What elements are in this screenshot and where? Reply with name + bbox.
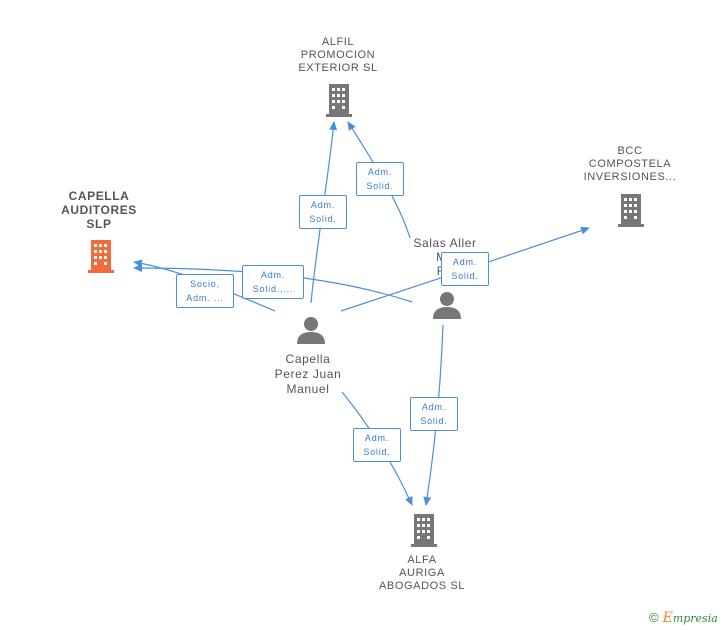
node-label-capella-perez[interactable]: Capella Perez Juan Manuel [262, 352, 354, 397]
node-label-line: SLP [86, 217, 112, 231]
node-label-bcc[interactable]: BCC COMPOSTELA INVERSIONES... [575, 145, 685, 184]
node-label-line: PROMOCION [300, 49, 376, 61]
edge-label-line: Adm. [421, 402, 447, 412]
brand-rest: mpresia [672, 612, 718, 625]
building-icon [618, 194, 644, 227]
node-label-line: EXTERIOR SL [298, 62, 378, 74]
edge-label-line: Adm. [310, 200, 336, 210]
person-icon [433, 292, 461, 319]
edge-label-salas-alfa[interactable]: Adm. Solid. [410, 397, 458, 431]
node-label-line: Salas Aller [413, 236, 477, 250]
edge-label-line: Adm. [452, 257, 478, 267]
node-label-line: COMPOSTELA [588, 158, 672, 170]
node-label-line: AURIGA [399, 567, 445, 579]
copyright-symbol: © [649, 610, 659, 625]
node-label-line: AUDITORES [61, 203, 137, 217]
footer-credit: ©Empresia [649, 610, 718, 626]
building-icon [411, 514, 437, 547]
edge-label-line: Solid. [363, 447, 391, 457]
node-label-line: Capella [285, 352, 331, 366]
edge-label-capella-perez-alfil[interactable]: Adm. Solid. [299, 195, 347, 229]
edge-label-line: Adm. [367, 167, 393, 177]
empresia-logo[interactable]: Empresia [662, 610, 718, 626]
edge-label-salas-capella-auditores[interactable]: Adm. Solid.,... [242, 265, 304, 299]
brand-initial: E [662, 610, 673, 626]
edge-label-line: Solid. [420, 416, 448, 426]
edge-label-line: Adm. ... [186, 293, 224, 303]
edge-label-line: Solid. [309, 214, 337, 224]
node-label-alfil[interactable]: ALFIL PROMOCION EXTERIOR SL [288, 36, 388, 75]
node-label-line: ALFA [407, 554, 437, 566]
edge-label-line: Solid. [366, 181, 394, 191]
edge-label-line: Socio, [190, 279, 220, 289]
node-label-capella-auditores[interactable]: CAPELLA AUDITORES SLP [51, 189, 147, 231]
node-label-line: CAPELLA [68, 189, 130, 203]
building-icon [326, 84, 352, 117]
building-icon [88, 240, 114, 273]
edge-label-capella-perez-bcc[interactable]: Adm. Solid. [441, 252, 489, 286]
node-label-line: Perez Juan [274, 367, 342, 381]
edge-label-salas-alfil[interactable]: Adm. Solid. [356, 162, 404, 196]
node-label-line: ALFIL [321, 36, 355, 48]
node-label-alfa[interactable]: ALFA AURIGA ABOGADOS SL [372, 554, 472, 593]
node-label-line: BCC [617, 145, 643, 157]
edge-label-capella-perez-alfa[interactable]: Adm. Solid. [353, 428, 401, 462]
edge-label-line: Solid.,... [252, 284, 294, 294]
node-label-line: Manuel [286, 382, 330, 396]
node-label-line: INVERSIONES... [583, 171, 677, 183]
edge-label-line: Adm. [260, 270, 286, 280]
person-icon [297, 317, 325, 344]
node-label-line: ABOGADOS SL [378, 580, 466, 592]
edge-label-line: Solid. [451, 271, 479, 281]
edge-label-capella-perez-capella-auditores[interactable]: Socio, Adm. ... [176, 274, 234, 308]
edge-label-line: Adm. [364, 433, 390, 443]
